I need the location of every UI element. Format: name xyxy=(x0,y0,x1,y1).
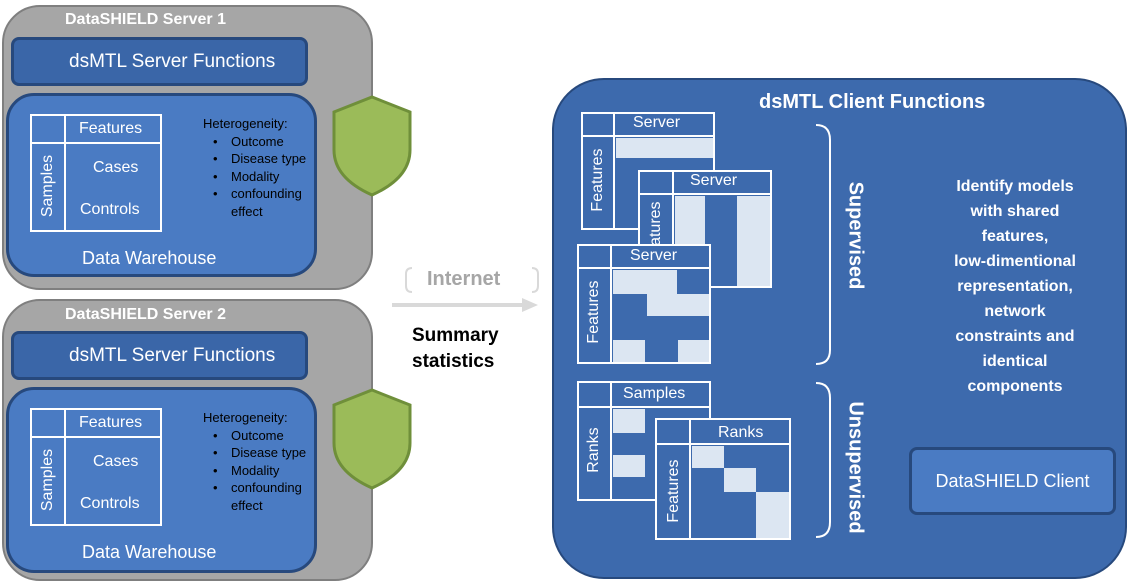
matrix-3-divider-v xyxy=(610,244,612,364)
description-line: components xyxy=(967,378,1063,395)
server-1-heterogeneity-item: Modality xyxy=(213,168,306,186)
server-2-heterogeneity: Heterogeneity: Outcome Disease type Moda… xyxy=(203,409,306,514)
description-line: features, xyxy=(981,228,1049,245)
server-2-heterogeneity-item: confounding xyxy=(213,479,306,497)
supervised-label: Supervised xyxy=(844,181,867,290)
server-1-heterogeneity-title: Heterogeneity: xyxy=(203,116,288,131)
unsup-matrix-2-divider-h xyxy=(655,443,791,445)
server-1-heterogeneity-item: Outcome xyxy=(213,133,306,151)
unsup-matrix-2-cell xyxy=(692,446,724,468)
server-2-heterogeneity-title: Heterogeneity: xyxy=(203,410,288,425)
matrix-3-divider-h xyxy=(577,267,711,269)
client-title: dsMTL Client Functions xyxy=(759,91,986,113)
server-2-features-header: Features xyxy=(79,414,143,431)
unsup-matrix-2-ranks-header: Ranks xyxy=(718,424,764,441)
unsup-matrix-2-features-header: Features xyxy=(665,459,682,523)
unsup-matrix-1-samples-header: Samples xyxy=(623,385,686,402)
server-1-heterogeneity-item-cont: effect xyxy=(231,203,263,219)
server-1-samples-header: Samples xyxy=(39,154,56,218)
server-2-table xyxy=(30,408,162,526)
internet-label: Internet xyxy=(427,268,501,290)
summary-statistics-label: Summary statistics xyxy=(412,325,499,372)
server-2-table-divider-h xyxy=(30,436,162,438)
server-2-cases-label: Cases xyxy=(93,453,139,470)
server-1-heterogeneity-item: Disease type xyxy=(213,150,306,168)
server-2-warehouse-label: Data Warehouse xyxy=(82,542,217,562)
datashield-client-label: DataSHIELD Client xyxy=(935,470,1090,491)
matrix-2-divider-v xyxy=(672,170,674,288)
description-line: Identify models xyxy=(956,178,1074,195)
server-1-table-divider-v xyxy=(64,114,66,232)
server-2-heterogeneity-item: Modality xyxy=(213,462,306,480)
server-1-warehouse-label: Data Warehouse xyxy=(82,248,217,268)
matrix-1-divider-v xyxy=(613,112,615,230)
server-1-title: DataSHIELD Server 1 xyxy=(65,11,226,28)
matrix-3-cell xyxy=(613,340,645,362)
unsup-matrix-1-ranks-header: Ranks xyxy=(585,427,602,473)
unsup-matrix-1-cell xyxy=(613,455,645,477)
unsup-matrix-1-cell xyxy=(613,409,645,433)
matrix-3-features-header: Features xyxy=(585,280,602,344)
matrix-3-server-header: Server xyxy=(630,247,678,264)
server-1-features-header: Features xyxy=(79,120,143,137)
matrix-1-features-header: Features xyxy=(589,148,606,212)
unsup-matrix-1-divider-h xyxy=(577,406,711,408)
matrix-2-cell xyxy=(737,196,770,286)
matrix-1-server-header: Server xyxy=(633,114,681,131)
description-line: representation, xyxy=(957,278,1073,295)
client-description: Identify models with shared features, lo… xyxy=(925,174,1105,399)
description-line: low-dimentional xyxy=(954,253,1076,270)
matrix-2-server-header: Server xyxy=(690,172,738,189)
unsup-matrix-2-divider-v xyxy=(689,418,691,540)
unsupervised-label: Unsupervised xyxy=(844,401,867,534)
matrix-3-cell xyxy=(647,294,709,316)
unsup-matrix-1-divider-v xyxy=(610,381,612,501)
matrix-2-divider-h xyxy=(638,193,772,195)
server-2-heterogeneity-item-cont: effect xyxy=(231,497,263,513)
server-1-heterogeneity-item: confounding xyxy=(213,185,306,203)
server-2-functions-box: dsMTL Server Functions xyxy=(11,331,308,380)
matrix-1-divider-h xyxy=(581,135,715,137)
server-1-cases-label: Cases xyxy=(93,159,139,176)
unsup-matrix-2-cell xyxy=(756,492,789,538)
internet-bracket-left xyxy=(405,267,413,293)
description-line: identical xyxy=(982,353,1048,370)
matrix-3-cell xyxy=(613,270,677,294)
server-2-functions-label: dsMTL Server Functions xyxy=(69,344,276,366)
internet-arrow-head xyxy=(522,298,538,312)
server-2-samples-header: Samples xyxy=(39,448,56,512)
matrix-3-cell xyxy=(678,340,709,362)
matrix-1-cell xyxy=(616,138,713,158)
description-line: constraints and xyxy=(955,328,1075,345)
description-line: with shared xyxy=(970,203,1060,220)
server-1-functions-box: dsMTL Server Functions xyxy=(11,37,308,86)
server-1-heterogeneity: Heterogeneity: Outcome Disease type Moda… xyxy=(203,115,306,220)
server-1-table-divider-h xyxy=(30,142,162,144)
unsup-matrix-2-cell xyxy=(724,468,756,492)
server-1-table xyxy=(30,114,162,232)
server-1-functions-label: dsMTL Server Functions xyxy=(69,50,276,72)
description-line: network xyxy=(984,303,1046,320)
server-2-table-divider-v xyxy=(64,408,66,526)
server-2-heterogeneity-item: Outcome xyxy=(213,427,306,445)
server-2-controls-label: Controls xyxy=(80,495,140,512)
server-1-controls-label: Controls xyxy=(80,201,140,218)
server-2-title: DataSHIELD Server 2 xyxy=(65,306,226,323)
datashield-client-box: DataSHIELD Client xyxy=(909,447,1116,515)
server-2-heterogeneity-item: Disease type xyxy=(213,444,306,462)
internet-bracket-right xyxy=(531,267,539,293)
